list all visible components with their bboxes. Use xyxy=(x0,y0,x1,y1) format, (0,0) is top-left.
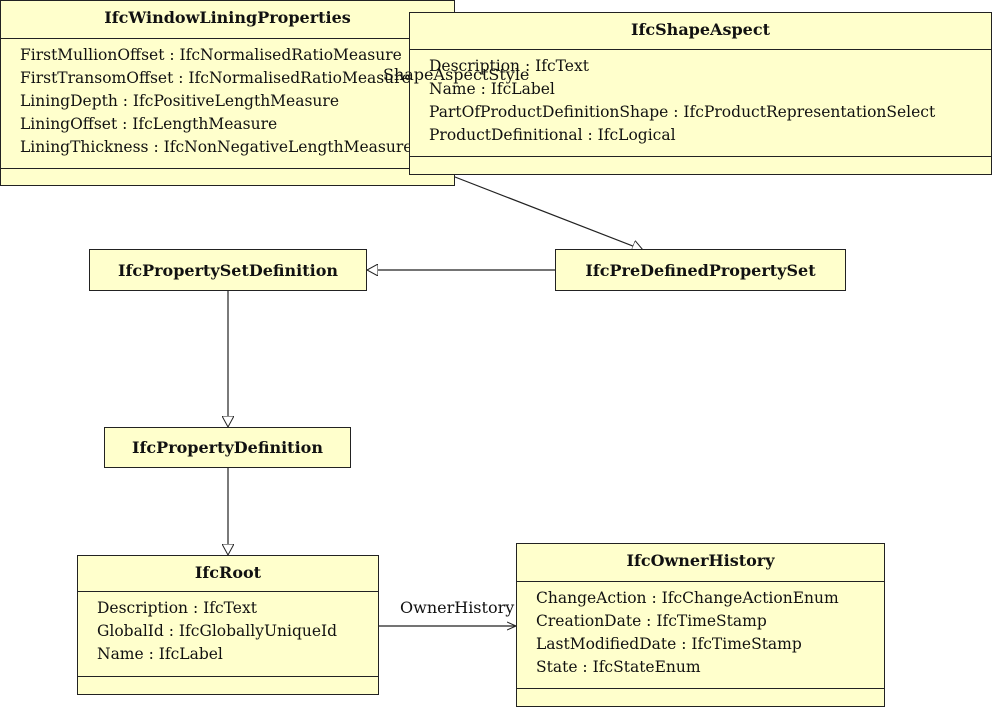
attribute-row: Description : IfcText xyxy=(97,599,257,617)
attribute-row: Name : IfcLabel xyxy=(97,645,223,663)
attribute-row: PartOfProductDefinitionShape : IfcProduc… xyxy=(429,103,936,121)
class-ifcpropertydefinition[interactable]: IfcPropertyDefinition xyxy=(104,427,351,468)
class-title: IfcPropertySetDefinition xyxy=(117,260,339,280)
class-ifcroot[interactable]: IfcRoot Description : IfcText GlobalId :… xyxy=(77,555,379,695)
class-title: IfcRoot xyxy=(194,563,262,582)
class-title: IfcPreDefinedPropertySet xyxy=(585,260,816,280)
class-title: IfcShapeAspect xyxy=(631,20,770,39)
attribute-row: FirstTransomOffset : IfcNormalisedRatioM… xyxy=(20,69,411,87)
class-title: IfcPropertyDefinition xyxy=(132,438,323,457)
generalization-windowlining-to-predefined xyxy=(454,176,643,250)
attribute-row: Name : IfcLabel xyxy=(429,80,555,98)
attribute-list: ChangeAction : IfcChangeActionEnum Creat… xyxy=(517,582,884,689)
attribute-row: LiningDepth : IfcPositiveLengthMeasure xyxy=(20,92,339,110)
attribute-row: LiningOffset : IfcLengthMeasure xyxy=(20,115,278,133)
class-ifcwindowliningproperties[interactable]: IfcWindowLiningProperties FirstMullionOf… xyxy=(0,0,455,186)
attribute-row: ChangeAction : IfcChangeActionEnum xyxy=(536,589,839,607)
class-ifcownerhistory[interactable]: IfcOwnerHistory ChangeAction : IfcChange… xyxy=(516,543,885,707)
attribute-list: Description : IfcText Name : IfcLabel Pa… xyxy=(410,50,991,157)
class-header: IfcOwnerHistory xyxy=(517,544,884,582)
attribute-row: LastModifiedDate : IfcTimeStamp xyxy=(536,635,802,653)
class-title: IfcWindowLiningProperties xyxy=(104,8,351,27)
attribute-row: GlobalId : IfcGloballyUniqueId xyxy=(97,622,338,640)
attribute-list: FirstMullionOffset : IfcNormalisedRatioM… xyxy=(1,39,454,169)
class-title: IfcOwnerHistory xyxy=(626,551,775,570)
label-ownerhistory: OwnerHistory xyxy=(400,598,515,617)
class-header: IfcWindowLiningProperties xyxy=(1,1,454,39)
class-ifcpredefinedpropertyset[interactable]: IfcPreDefinedPropertySet xyxy=(555,249,846,291)
class-ifcshapeaspect[interactable]: IfcShapeAspect Description : IfcText Nam… xyxy=(409,12,992,175)
attribute-row: State : IfcStateEnum xyxy=(536,658,701,676)
attribute-list: Description : IfcText GlobalId : IfcGlob… xyxy=(78,592,378,677)
class-ifcpropertysetdefinition[interactable]: IfcPropertySetDefinition xyxy=(89,249,367,291)
label-shapeaspectstyle: ShapeAspectStyle xyxy=(383,65,530,84)
attribute-row: CreationDate : IfcTimeStamp xyxy=(536,612,767,630)
class-header: IfcShapeAspect xyxy=(410,13,991,50)
attribute-row: LiningThickness : IfcNonNegativeLengthMe… xyxy=(20,138,413,156)
attribute-row: ProductDefinitional : IfcLogical xyxy=(429,126,676,144)
attribute-row: FirstMullionOffset : IfcNormalisedRatioM… xyxy=(20,46,402,64)
class-header: IfcRoot xyxy=(78,556,378,592)
attribute-row: Description : IfcText xyxy=(429,57,589,75)
